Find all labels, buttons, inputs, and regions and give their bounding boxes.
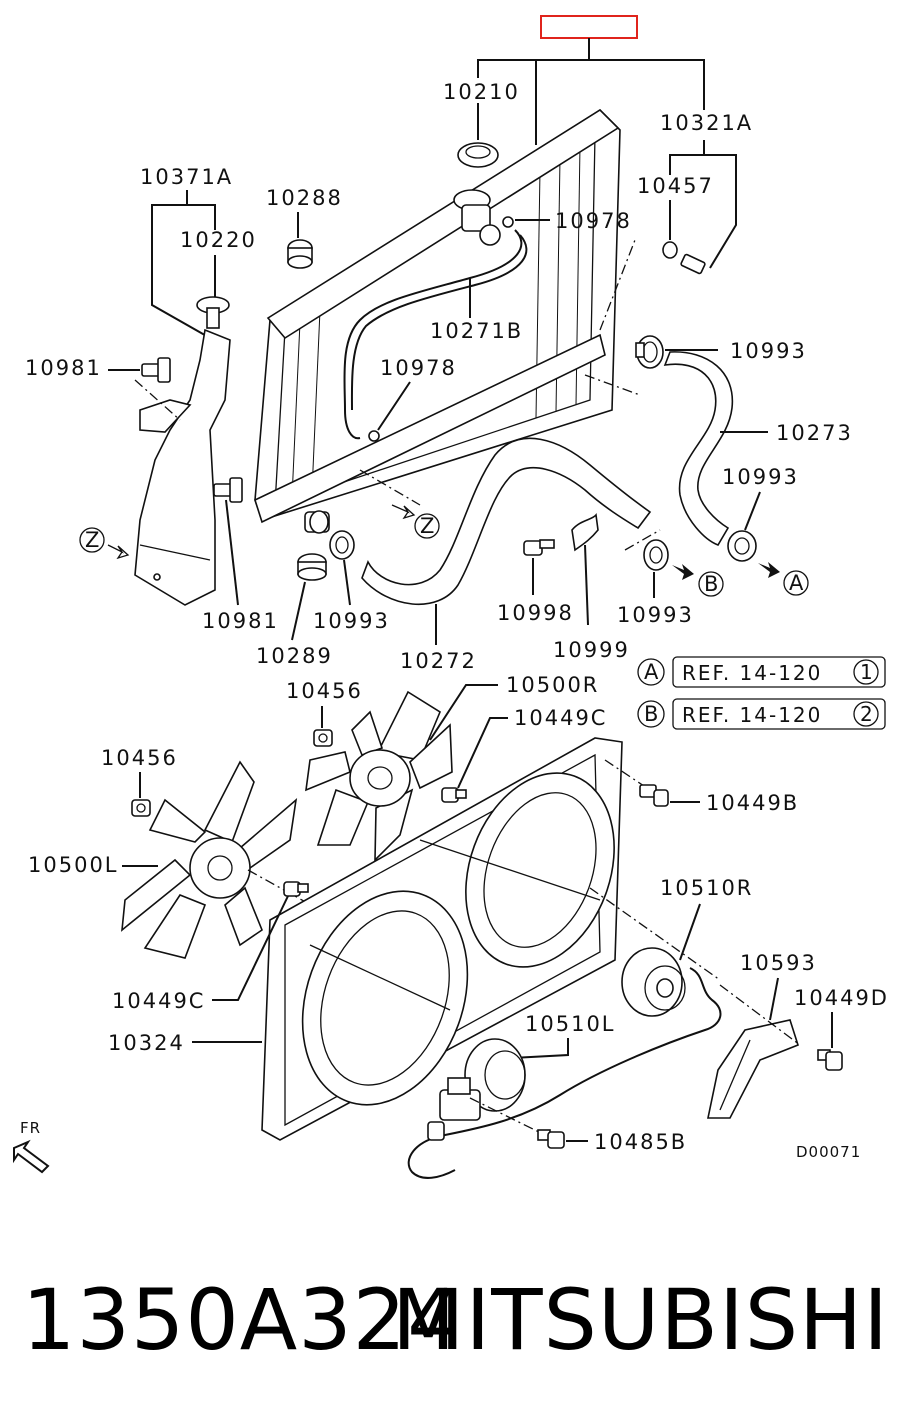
ref-a-num: 1 <box>860 660 875 684</box>
lower-hose <box>361 437 652 606</box>
fan-nut-left <box>131 799 151 817</box>
radiator-cap <box>457 142 499 168</box>
mount-lower <box>297 553 327 581</box>
arrow-b <box>672 564 694 580</box>
leader-drain-kit <box>669 140 737 269</box>
overflow-hose <box>343 229 523 440</box>
label-clip-upper: 10978 <box>555 209 632 233</box>
motor-right <box>621 947 686 1017</box>
label-mount-lower: 10289 <box>256 644 333 668</box>
lower-outlet <box>304 510 330 534</box>
leader-assembly <box>477 38 705 145</box>
motor-left <box>439 1038 526 1121</box>
label-fan-nut-left: 10456 <box>101 746 178 770</box>
label-bolt-left-lower: 10981 <box>202 609 279 633</box>
bolt-left-lower <box>213 477 243 503</box>
bolt-c-lower <box>283 881 309 897</box>
label-cap: 10210 <box>443 80 520 104</box>
clamp-upper-right <box>635 335 664 369</box>
label-upper-hose: 10273 <box>776 421 853 445</box>
reference-b: B REF. 14-120 2 <box>637 698 886 730</box>
label-motor-left: 10510L <box>525 1012 616 1036</box>
ref-b-num: 2 <box>860 702 875 726</box>
fan-shroud <box>261 737 623 1141</box>
connector <box>427 1121 445 1141</box>
marker-z-left: Z <box>85 528 101 552</box>
label-fan-left: 10500L <box>28 853 119 877</box>
ref-a-text: REF. 14-120 <box>682 661 822 685</box>
fan-right <box>305 690 453 862</box>
drain-plug <box>680 253 706 275</box>
bolt-b <box>639 784 669 807</box>
bolt-motor <box>537 1129 565 1149</box>
label-bolt-c-upper: 10449C <box>514 706 607 730</box>
reference-a: A REF. 14-120 1 <box>637 656 886 688</box>
label-reservoir-assy: 10371A <box>140 165 233 189</box>
ref-b-letter: B <box>644 702 660 726</box>
motor-right-wire <box>407 967 722 1179</box>
label-bolt-c-lower: 10449C <box>112 989 205 1013</box>
label-clamp-lower: 10993 <box>313 609 390 633</box>
leader-reservoir-assy <box>151 190 216 339</box>
bolt-bracket <box>523 539 555 556</box>
drawing-code: D00071 <box>796 1143 861 1161</box>
resistor <box>707 1019 799 1119</box>
mount-upper <box>287 239 313 269</box>
brand-name: MITSUBISHI <box>391 1271 889 1369</box>
label-front: FR <box>20 1119 41 1137</box>
marker-a: A <box>789 571 805 595</box>
footer: 1350A324 MITSUBISHI <box>0 1270 909 1370</box>
label-bolt-b: 10449B <box>706 791 799 815</box>
label-clip-lower: 10978 <box>380 356 457 380</box>
label-bolt-motor: 10485B <box>594 1130 687 1154</box>
drain-washer <box>662 241 678 259</box>
marker-z-right: Z <box>420 514 436 538</box>
ref-a-letter: A <box>644 660 660 684</box>
front-arrow-icon <box>13 1139 50 1174</box>
clamp-lower <box>329 530 355 560</box>
clamp-right <box>727 530 757 562</box>
label-clamp-right: 10993 <box>722 465 799 489</box>
fan-nut-right <box>313 729 333 747</box>
label-drain-kit: 10321A <box>660 111 753 135</box>
upper-hose <box>663 351 734 546</box>
bracket <box>571 513 599 552</box>
label-shroud: 10324 <box>108 1031 185 1055</box>
assembly-highlight-box <box>540 15 638 39</box>
part-number: 1350A324 <box>22 1271 462 1369</box>
label-fan-nut-right: 10456 <box>286 679 363 703</box>
label-bolt-bracket: 10998 <box>497 601 574 625</box>
marker-b: B <box>704 572 720 596</box>
label-clamp-mid: 10993 <box>617 603 694 627</box>
fan-left <box>121 760 298 959</box>
label-drain-washer: 10457 <box>637 174 714 198</box>
label-bolt-d: 10449D <box>794 986 889 1010</box>
reservoir-cap <box>196 296 230 329</box>
label-overflow-hose: 10271B <box>430 319 523 343</box>
label-mount-upper: 10288 <box>266 186 343 210</box>
label-fan-right: 10500R <box>506 673 599 697</box>
reservoir-tank <box>134 328 231 606</box>
ref-b-text: REF. 14-120 <box>682 703 822 727</box>
label-bracket: 10999 <box>553 638 630 662</box>
label-bolt-left: 10981 <box>25 356 102 380</box>
bolt-c-upper <box>441 787 467 803</box>
filler-neck <box>453 189 501 246</box>
label-lower-hose: 10272 <box>400 649 477 673</box>
bolt-d <box>817 1049 843 1071</box>
arrow-a <box>758 562 780 578</box>
bolt-left <box>141 357 171 383</box>
label-resistor: 10593 <box>740 951 817 975</box>
label-clamp-upper-right: 10993 <box>730 339 807 363</box>
label-motor-right: 10510R <box>660 876 753 900</box>
label-reservoir-cap: 10220 <box>180 228 257 252</box>
clamp-mid <box>643 539 669 571</box>
